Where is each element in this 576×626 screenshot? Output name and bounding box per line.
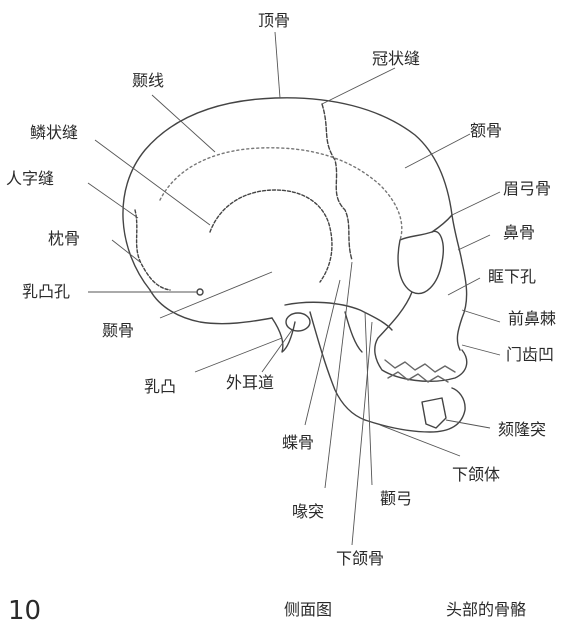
leader-nasal-spine	[462, 310, 500, 322]
section-title: 头部的骨骼	[446, 596, 526, 620]
leader-lacrimal	[452, 192, 500, 215]
label-frontal: 额骨	[470, 122, 502, 140]
label-infraorbital-foramen: 眶下孔	[488, 268, 536, 286]
coronoid-process	[345, 312, 362, 352]
nasal-outline	[452, 215, 467, 350]
label-sphenoid: 蝶骨	[282, 434, 314, 452]
label-mental-protuberance: 颏隆突	[498, 421, 546, 439]
label-lacrimal: 眉弓骨	[503, 180, 551, 198]
zygomatic-arch-line	[285, 302, 392, 330]
label-mastoid: 乳凸	[144, 378, 176, 396]
mental-protuberance-mark	[422, 398, 446, 428]
label-parietal: 顶骨	[258, 12, 290, 30]
view-caption: 侧面图	[284, 596, 332, 620]
occipital-outline	[150, 290, 272, 324]
label-zygomatic-arch: 颧弓	[380, 490, 412, 508]
label-squamous-suture: 鳞状缝	[30, 124, 78, 142]
mandible-ramus	[310, 312, 365, 420]
lambdoid-suture-line	[135, 210, 170, 290]
coronal-suture-line	[322, 104, 352, 260]
leader-squamous	[95, 140, 210, 225]
label-mandible-body: 下颌体	[452, 466, 500, 484]
leader-mastoid	[195, 338, 282, 372]
label-anterior-nasal-spine: 前鼻棘	[508, 310, 556, 328]
squamous-suture-arc	[210, 190, 332, 282]
leader-frontal	[405, 134, 470, 168]
ear-canal-ellipse	[286, 313, 310, 331]
label-nasal: 鼻骨	[503, 224, 535, 242]
label-mandible: 下颌骨	[336, 550, 384, 568]
orbit-outline	[398, 231, 443, 293]
label-temporal-line: 颞线	[132, 72, 164, 90]
leader-mandible	[352, 322, 372, 545]
maxilla-outline	[375, 292, 467, 381]
temporal-line-arc	[160, 148, 402, 240]
label-incisive-fossa: 门齿凹	[506, 346, 554, 364]
leader-parietal	[275, 32, 280, 98]
label-coronoid-process: 喙突	[292, 503, 324, 521]
label-coronal-suture: 冠状缝	[372, 50, 420, 68]
page-number: 10	[8, 596, 41, 626]
leader-nasal	[458, 235, 490, 250]
leader-infraorbital	[448, 278, 480, 295]
leader-temporal	[160, 272, 272, 318]
leader-lambdoid	[88, 183, 138, 218]
label-lambdoid-suture: 人字缝	[6, 170, 54, 188]
leader-ear-canal	[262, 330, 292, 372]
leader-coronal	[322, 68, 395, 104]
label-mastoid-foramen: 乳凸孔	[22, 283, 70, 301]
cranium-outline	[123, 98, 452, 290]
leader-incisive	[462, 345, 500, 355]
label-occipital: 枕骨	[48, 230, 80, 248]
leader-temporal-line	[152, 95, 215, 152]
label-temporal: 颞骨	[102, 322, 134, 340]
mastoid-outline	[272, 318, 295, 352]
label-external-acoustic-meatus: 外耳道	[226, 374, 274, 392]
teeth-upper	[385, 360, 455, 372]
